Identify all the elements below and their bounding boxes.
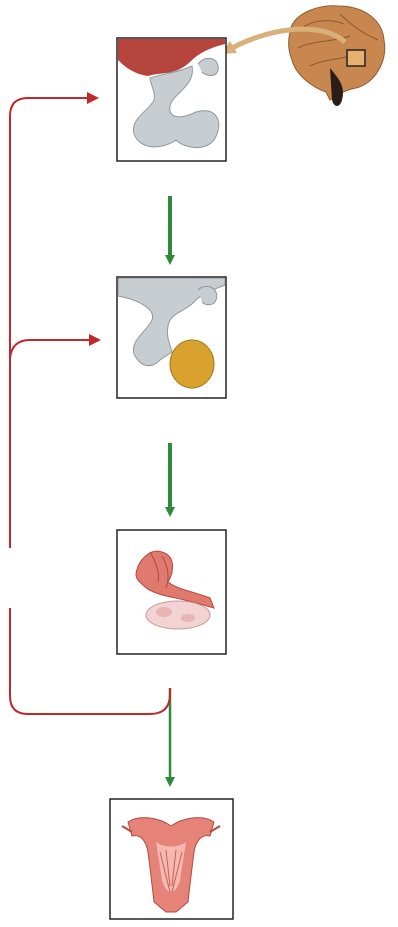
anterior-pituitary-panel — [117, 277, 226, 398]
brain-icon — [289, 6, 385, 106]
hypothalamus-panel — [117, 38, 226, 161]
anterior-lobe-icon — [170, 340, 214, 388]
ovary-panel — [117, 530, 226, 654]
uterus-panel — [110, 799, 233, 919]
feedback-arrow-to-pituitary — [10, 340, 98, 358]
feedback-arrow-to-hypothalamus — [10, 98, 96, 548]
